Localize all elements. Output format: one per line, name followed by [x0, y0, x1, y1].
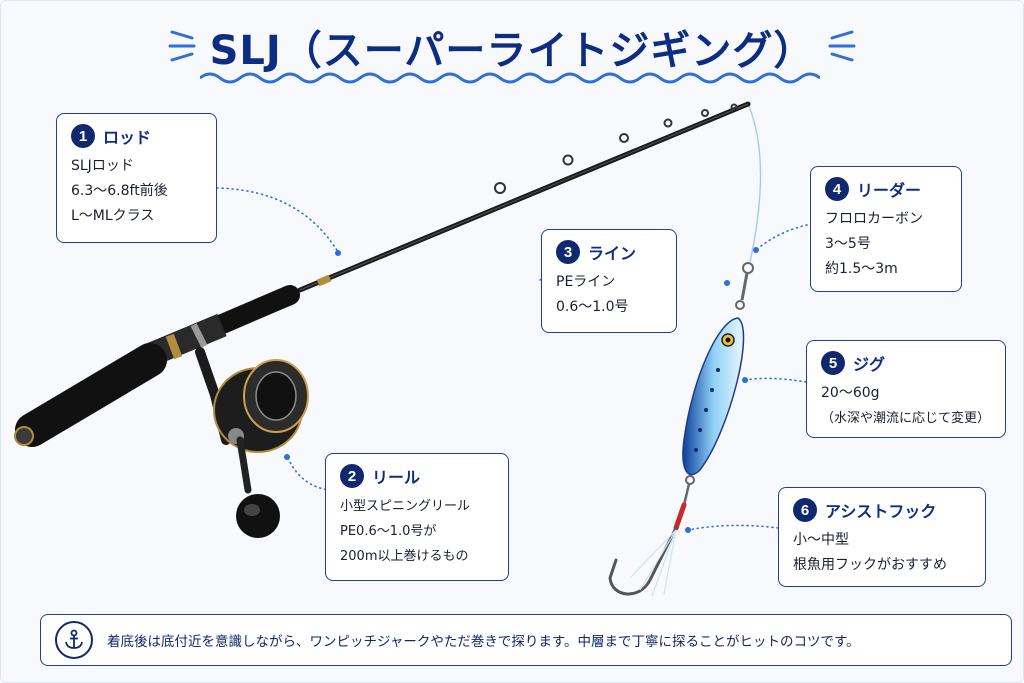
callout-line: （水深や潮流に応じて変更）: [821, 411, 991, 426]
callout-line: 3〜5号: [825, 236, 871, 252]
title-deco-left: [168, 30, 196, 62]
tip-banner: 着底後は底付近を意識しながら、ワンピッチジャークやただ巻きで探ります。中層まで丁…: [40, 614, 1012, 666]
fishing-line: [747, 103, 762, 263]
callout-line: SLJロッド: [71, 158, 134, 174]
callout-title: ジグ: [853, 355, 886, 374]
pointer-dot-jig: [742, 377, 748, 383]
title-wave: [200, 72, 820, 84]
callout-line: 根魚用フックがおすすめ: [793, 557, 947, 573]
callout-number: 2: [340, 464, 364, 488]
callout-leader: 4 リーダー フロロカーボン 3〜5号 約1.5〜3m: [810, 166, 962, 292]
callout-line: 200m以上巻けるもの: [340, 549, 469, 564]
callout-number: 3: [556, 240, 580, 264]
rod: [14, 101, 751, 447]
callout-rod: 1 ロッド SLJロッド 6.3〜6.8ft前後 L〜MLクラス: [56, 113, 217, 243]
callout-number: 5: [821, 351, 845, 375]
callout-line: 6.3〜6.8ft前後: [71, 183, 168, 199]
callout-line: 小型スピニングリール: [340, 499, 471, 514]
callout-line: 約1.5〜3m: [825, 261, 898, 277]
callout-title: ライン: [588, 244, 637, 263]
callout-assist-hook: 6 アシストフック 小〜中型 根魚用フックがおすすめ: [778, 487, 986, 587]
callout-line: 小〜中型: [793, 532, 849, 548]
pointer-dot-hook: [685, 527, 691, 533]
callout-line: 20〜60g: [821, 385, 880, 401]
callout-reel: 2 リール 小型スピニングリール PE0.6〜1.0号が 200m以上巻けるもの: [325, 453, 509, 581]
callout-title: リール: [372, 468, 421, 487]
callout-line: L〜MLクラス: [71, 208, 155, 224]
callout-title: リーダー: [857, 181, 922, 200]
callout-title: ロッド: [103, 128, 152, 147]
callout-number: 6: [793, 498, 817, 522]
assist-hook: [608, 502, 687, 597]
title-deco-right: [828, 30, 856, 62]
pointer-dot-leader: [753, 247, 759, 253]
callout-line: PE0.6〜1.0号が: [340, 524, 437, 539]
reel: [195, 347, 309, 538]
callout-line-spec: 3 ライン PEライン 0.6〜1.0号: [541, 229, 677, 333]
callout-number: 4: [825, 177, 849, 201]
pointer-dot-reel: [284, 454, 290, 460]
jig: [682, 262, 754, 506]
pointer-dot-line: [724, 280, 730, 286]
callout-line: 0.6〜1.0号: [556, 299, 629, 315]
page-title: SLJ（スーパーライトジギング）: [209, 28, 815, 74]
callout-line: PEライン: [556, 274, 616, 290]
callout-title: アシストフック: [825, 502, 937, 521]
callout-line: フロロカーボン: [825, 211, 923, 227]
anchor-icon: [55, 621, 93, 659]
tip-text: 着底後は底付近を意識しながら、ワンピッチジャークやただ巻きで探ります。中層まで丁…: [107, 634, 860, 650]
pointer-dot-rod: [335, 250, 341, 256]
callout-number: 1: [71, 124, 95, 148]
callout-jig: 5 ジグ 20〜60g （水深や潮流に応じて変更）: [806, 340, 1006, 438]
